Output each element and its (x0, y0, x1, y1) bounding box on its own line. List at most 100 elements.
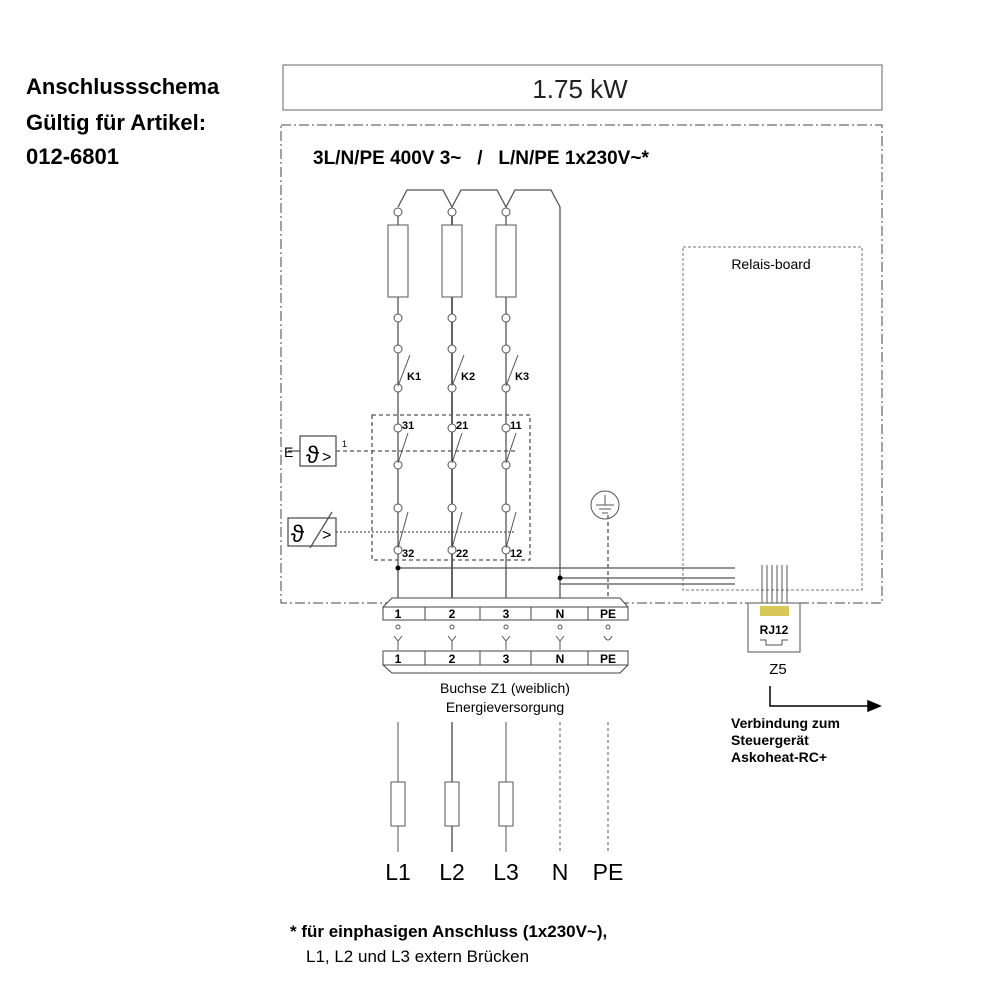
terminal-circle (501, 344, 511, 354)
limiter-terminal-top: 31 (402, 420, 414, 432)
terminal-circle (393, 344, 403, 354)
earth-icon (590, 490, 620, 520)
limiter-terminal-bottom: 32 (402, 548, 414, 560)
pin-icon (605, 624, 611, 630)
terminal-block-socket (382, 650, 629, 674)
terminal-label: 3 (503, 607, 510, 621)
limiter-terminal-bottom: 12 (510, 548, 522, 560)
rj12-name: Z5 (769, 661, 787, 678)
supply-title: 3L/N/PE 400V 3~ / L/N/PE 1x230V~* (313, 148, 649, 169)
greater-than-sign: > (322, 449, 331, 466)
regulator-switch (505, 511, 517, 549)
terminal-label: 1 (395, 607, 402, 621)
article-number: 012-6801 (26, 144, 119, 169)
socket-terminal-label: N (556, 652, 565, 666)
relay-board-label: Relais-board (731, 256, 810, 272)
regulator-switch (397, 511, 409, 549)
thermostat-symbol-regulator: ϑ (291, 521, 304, 548)
footnote-line-2: L1, L2 und L3 extern Brücken (306, 947, 529, 966)
contactor-switch (505, 354, 519, 387)
terminal-circle (501, 503, 511, 513)
contactor-label: K2 (461, 371, 475, 383)
terminal-circle (393, 460, 403, 470)
limiter-switch (397, 432, 409, 464)
terminal-circle (447, 344, 457, 354)
limiter-terminal-top: 21 (456, 420, 468, 432)
regulator-switch (451, 511, 463, 549)
greater-than-sign: > (322, 527, 331, 544)
connection-text-3: Askoheat-RC+ (731, 749, 827, 765)
terminal-circle (447, 313, 457, 323)
limiter-sub-label: 1 (342, 439, 347, 449)
supply-line-label: L3 (493, 859, 519, 885)
power-rating: 1.75 kW (532, 74, 628, 104)
fuse-icon (498, 781, 514, 827)
contactor-label: K3 (515, 371, 529, 383)
contactor-switch (451, 354, 465, 387)
contactor-label: K1 (407, 371, 421, 383)
terminal-circle (447, 545, 457, 555)
terminal-circle (501, 313, 511, 323)
arrow-right-icon (769, 686, 882, 713)
terminal-circle (393, 383, 403, 393)
limiter-terminal-bottom: 22 (456, 548, 468, 560)
terminal-circle (393, 423, 403, 433)
terminal-circle (501, 207, 511, 217)
connection-text-2: Steuergerät (731, 732, 809, 748)
pin-icon (557, 624, 563, 630)
terminal-label: N (556, 607, 565, 621)
limiter-terminal-top: 11 (510, 420, 522, 432)
limiter-switch (505, 432, 517, 464)
socket-contact-icon (603, 635, 613, 641)
terminal-circle (501, 383, 511, 393)
terminal-circle (447, 460, 457, 470)
heater-element (495, 224, 517, 298)
terminal-circle (447, 423, 457, 433)
terminal-circle (501, 423, 511, 433)
socket-terminal-label: 3 (503, 652, 510, 666)
socket-contact-icon (393, 635, 403, 650)
terminal-circle (393, 545, 403, 555)
terminal-circle (447, 207, 457, 217)
rj12-connector (747, 565, 801, 653)
terminal-circle (447, 503, 457, 513)
title-line-2: Gültig für Artikel: (26, 110, 206, 135)
terminal-circle (393, 503, 403, 513)
contactor-switch (397, 354, 411, 387)
terminal-label: 2 (449, 607, 456, 621)
device-enclosure (280, 124, 883, 604)
limiter-switch (451, 432, 463, 464)
terminal-label: PE (600, 607, 616, 621)
rj12-pins (760, 606, 789, 616)
supply-line-label: L2 (439, 859, 465, 885)
relay-board (682, 246, 863, 591)
fuse-icon (444, 781, 460, 827)
terminal-circle (393, 207, 403, 217)
pin-icon (449, 624, 455, 630)
heater-element (441, 224, 463, 298)
supply-line-label: PE (593, 859, 624, 885)
terminal-circle (501, 460, 511, 470)
socket-label: Buchse Z1 (weiblich) (440, 680, 570, 696)
socket-terminal-label: 2 (449, 652, 456, 666)
thermostat-symbol-limiter: ϑ (306, 442, 319, 469)
rj12-label: RJ12 (760, 623, 789, 637)
junction-dot (557, 575, 563, 581)
power-rating-box (282, 64, 883, 111)
heater-element (387, 224, 409, 298)
supply-line-label: L1 (385, 859, 411, 885)
socket-terminal-label: 1 (395, 652, 402, 666)
socket-contact-icon (555, 635, 565, 650)
junction-dot (395, 565, 401, 571)
fuse-icon (390, 781, 406, 827)
pin-icon (395, 624, 401, 630)
terminal-circle (501, 545, 511, 555)
title-line-1: Anschlussschema (26, 74, 220, 99)
socket-sublabel: Energieversorgung (446, 699, 564, 715)
footnote-line-1: * für einphasigen Anschluss (1x230V~), (290, 922, 607, 941)
terminal-block-device (382, 597, 629, 621)
socket-contact-icon (501, 635, 511, 650)
socket-contact-icon (447, 635, 457, 650)
supply-line-label: N (552, 859, 569, 885)
